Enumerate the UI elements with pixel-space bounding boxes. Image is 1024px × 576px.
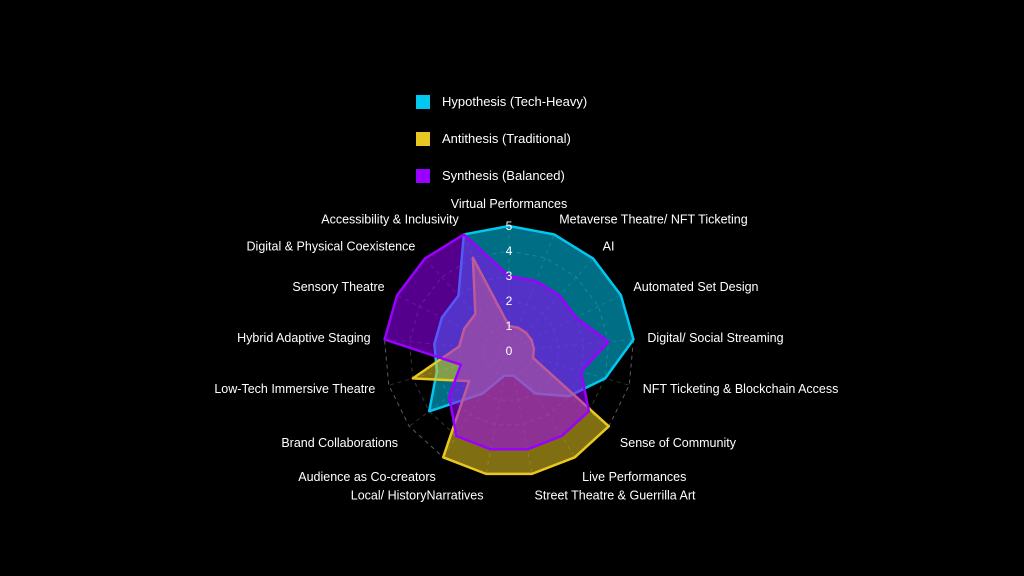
r-tick-label-4: 4 xyxy=(506,244,513,258)
r-tick-label-1: 1 xyxy=(506,319,513,333)
grid-spoke-12 xyxy=(408,350,510,427)
category-label-4: Automated Set Design xyxy=(633,280,758,294)
category-label-5: Digital/ Social Streaming xyxy=(647,331,783,345)
category-label-9: Street Theatre & Guerrilla Art xyxy=(535,489,696,503)
series-area-3 xyxy=(383,233,610,451)
legend-item-synthesis[interactable]: Synthesis (Balanced) xyxy=(416,166,636,186)
category-label-10: Local/ HistoryNarratives xyxy=(351,489,484,503)
legend-swatch-antithesis xyxy=(416,132,430,146)
category-label-15: Sensory Theatre xyxy=(292,280,384,294)
category-label-7: Sense of Community xyxy=(620,436,737,450)
r-tick-label-2: 2 xyxy=(506,294,513,308)
legend-label-hypothesis: Hypothesis (Tech-Heavy) xyxy=(442,94,588,109)
r-tick-label-5: 5 xyxy=(506,219,513,233)
legend-label-antithesis: Antithesis (Traditional) xyxy=(442,131,571,146)
category-label-13: Low-Tech Immersive Theatre xyxy=(214,382,375,396)
r-tick-label-3: 3 xyxy=(506,269,513,283)
legend-swatch-synthesis xyxy=(416,169,430,183)
legend-item-antithesis[interactable]: Antithesis (Traditional) xyxy=(416,129,636,149)
category-label-14: Hybrid Adaptive Staging xyxy=(237,331,370,345)
category-label-6: NFT Ticketing & Blockchain Access xyxy=(643,382,839,396)
r-tick-label-0: 0 xyxy=(506,344,513,358)
legend-swatch-hypothesis xyxy=(416,95,430,109)
legend-label-synthesis: Synthesis (Balanced) xyxy=(442,168,565,183)
category-label-11: Audience as Co-creators xyxy=(298,470,436,484)
category-label-16: Digital & Physical Coexistence xyxy=(247,239,416,253)
legend-item-hypothesis[interactable]: Hypothesis (Tech-Heavy) xyxy=(416,92,636,112)
category-label-3: AI xyxy=(603,239,615,253)
grid-spoke-6 xyxy=(508,350,630,386)
category-label-17: Accessibility & Inclusivity xyxy=(321,212,459,226)
category-label-12: Brand Collaborations xyxy=(281,436,398,450)
category-label-2: Metaverse Theatre/ NFT Ticketing xyxy=(559,212,748,226)
category-label-8: Live Performances xyxy=(582,470,686,484)
category-label-1: Virtual Performances xyxy=(451,197,568,211)
grid-spoke-13 xyxy=(388,350,510,386)
